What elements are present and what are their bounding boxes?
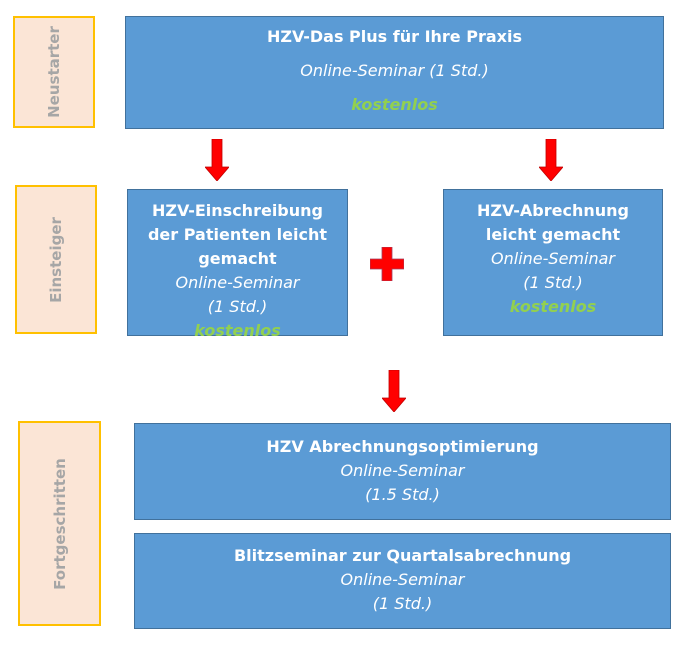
seminar-price: kostenlos	[509, 297, 597, 316]
level-label: Einsteiger	[47, 216, 66, 303]
level-label: Neustarter	[45, 26, 64, 118]
level-label: Fortgeschritten	[50, 457, 69, 590]
seminar-duration: (1 Std.)	[523, 273, 583, 292]
seminar-format: Online-Seminar	[340, 570, 465, 589]
seminar-duration: (1.5 Std.)	[365, 485, 440, 504]
level-einsteiger: Einsteiger	[15, 185, 97, 334]
seminar-format: Online-Seminar	[175, 273, 300, 292]
seminar-title-line: HZV-Abrechnung	[477, 201, 629, 220]
seminar-einschreibung: HZV-Einschreibung der Patienten leicht g…	[127, 189, 348, 340]
seminar-format: Online-Seminar (1 Std.)	[300, 61, 489, 80]
seminar-abrechnung: HZV-Abrechnung leicht gemacht Online-Sem…	[443, 189, 663, 336]
seminar-title: HZV-Das Plus für Ihre Praxis	[267, 27, 522, 46]
arrow-down-icon	[539, 139, 563, 181]
level-fortgeschritten: Fortgeschritten	[18, 421, 101, 626]
level-neustarter: Neustarter	[13, 16, 95, 128]
seminar-duration: (1 Std.)	[207, 297, 268, 316]
seminar-title-line: gemacht	[198, 249, 277, 268]
arrow-down-icon	[205, 139, 229, 181]
seminar-title-line: leicht gemacht	[485, 225, 621, 244]
seminar-title: HZV Abrechnungsoptimierung	[266, 437, 539, 456]
seminar-price: kostenlos	[194, 321, 281, 340]
seminar-hzv-plus: HZV-Das Plus für Ihre Praxis Online-Semi…	[125, 16, 664, 129]
seminar-price: kostenlos	[351, 95, 438, 114]
seminar-title: Blitzseminar zur Quartalsabrechnung	[233, 546, 572, 565]
arrow-down-icon	[382, 370, 406, 412]
plus-icon	[370, 247, 404, 281]
seminar-optimierung: HZV Abrechnungsoptimierung Online-Semina…	[134, 423, 671, 520]
seminar-blitzseminar: Blitzseminar zur Quartalsabrechnung Onli…	[134, 533, 671, 629]
seminar-format: Online-Seminar	[491, 249, 615, 268]
seminar-title-line: HZV-Einschreibung	[152, 201, 323, 220]
seminar-duration: (1 Std.)	[372, 594, 433, 613]
seminar-format: Online-Seminar	[340, 461, 465, 480]
seminar-title-line: der Patienten leicht	[147, 225, 328, 244]
